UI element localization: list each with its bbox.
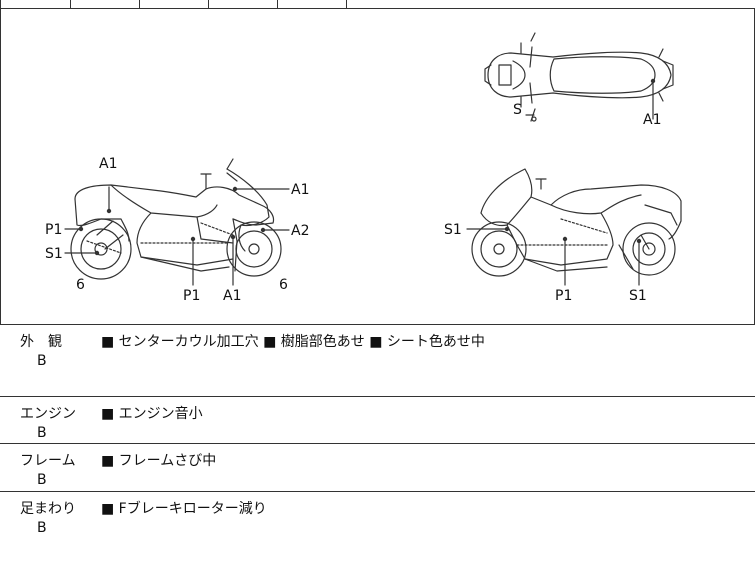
label-left-a1-front: A1 bbox=[291, 182, 309, 198]
row-category: 外 観 bbox=[20, 334, 62, 350]
right-side-scooter-icon bbox=[471, 168, 682, 277]
top-table-strip bbox=[0, 0, 755, 8]
label-left-p1-bottom: P1 bbox=[183, 288, 200, 304]
row-note: ■ センターカウル加工穴 ■ 樹脂部色あせ ■ シート色あせ中 bbox=[101, 334, 485, 350]
row-grade: B bbox=[37, 472, 47, 488]
label-top-a1: A1 bbox=[643, 112, 661, 128]
label-left-a1-top: A1 bbox=[99, 156, 117, 172]
label-left-a2: A2 bbox=[291, 223, 309, 239]
label-left-a1-bottom: A1 bbox=[223, 288, 241, 304]
condition-row-engine: エンジン B ■ エンジン音小 bbox=[0, 396, 755, 444]
condition-row-exterior: 外 観 B ■ センターカウル加工穴 ■ 樹脂部色あせ ■ シート色あせ中 bbox=[0, 324, 755, 397]
label-right-p1: P1 bbox=[555, 288, 572, 304]
row-grade: B bbox=[37, 520, 47, 536]
row-category: フレーム bbox=[20, 453, 76, 469]
left-side-scooter-icon bbox=[70, 158, 282, 280]
row-note: ■ Fブレーキローター減り bbox=[101, 501, 267, 517]
label-left-p1-rear: P1 bbox=[45, 222, 62, 238]
row-note: ■ フレームさび中 bbox=[101, 453, 217, 469]
label-top-s: S bbox=[513, 102, 522, 118]
row-grade: B bbox=[37, 425, 47, 441]
scooter-diagram-svg: S A1 A1 A1 A2 P1 S1 6 P1 A1 6 S1 P1 S1 bbox=[45, 32, 682, 304]
top-view-scooter-icon bbox=[484, 32, 674, 122]
row-grade: B bbox=[37, 353, 47, 369]
label-left-6-front: 6 bbox=[279, 277, 288, 293]
label-left-6-rear: 6 bbox=[76, 277, 85, 293]
row-category: エンジン bbox=[20, 406, 76, 422]
label-right-s1-rear: S1 bbox=[629, 288, 647, 304]
label-left-s1: S1 bbox=[45, 246, 63, 262]
label-right-s1-front: S1 bbox=[444, 222, 462, 238]
condition-row-frame: フレーム B ■ フレームさび中 bbox=[0, 443, 755, 492]
row-note: ■ エンジン音小 bbox=[101, 406, 203, 422]
row-category: 足まわり bbox=[20, 501, 76, 517]
damage-diagram: S A1 A1 A1 A2 P1 S1 6 P1 A1 6 S1 P1 S1 bbox=[0, 8, 755, 325]
condition-row-suspension: 足まわり B ■ Fブレーキローター減り bbox=[0, 491, 755, 562]
